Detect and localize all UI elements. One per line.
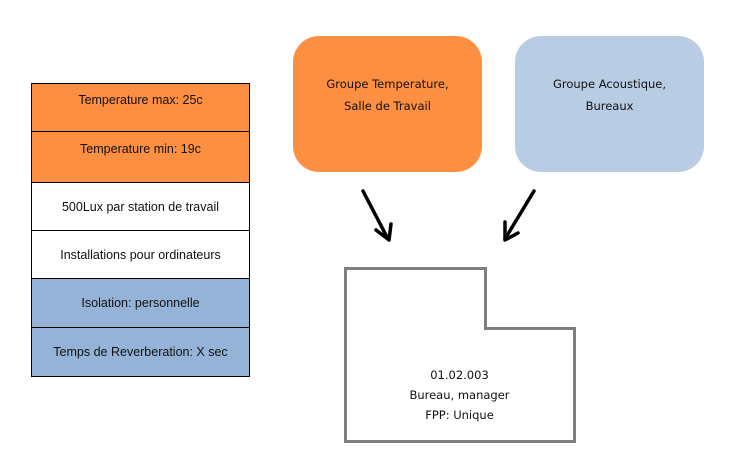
requirement-isolation: Isolation: personnelle [32,279,249,328]
room-number: 01.02.003 [430,368,489,382]
arrow-acoustic-to-room [503,189,536,242]
requirement-label: Temperature min: 19c [80,142,201,156]
requirement-reverberation: Temps de Reverberation: X sec [32,328,249,376]
room-outline [344,267,576,443]
requirement-temperature-max: Temperature max: 25c [32,84,249,132]
requirement-label: Temps de Reverberation: X sec [53,345,228,359]
room-name: Bureau, manager [409,388,510,402]
group-acoustic-box: Groupe Acoustique, Bureaux [515,36,704,172]
arrow-temperature-to-room [361,189,393,242]
requirements-table: Temperature max: 25c Temperature min: 19… [31,83,250,377]
requirement-lux: 500Lux par station de travail [32,183,249,231]
group-temperature-box: Groupe Temperature, Salle de Travail [293,36,482,172]
requirement-computer-installations: Installations pour ordinateurs [32,231,249,279]
requirement-label: Installations pour ordinateurs [60,247,221,262]
room-fpp: FPP: Unique [425,408,494,422]
group-acoustic-subtitle: Bureaux [585,99,634,113]
room-label: 01.02.003 Bureau, manager FPP: Unique [345,365,574,425]
requirement-label: Temperature max: 25c [78,92,203,107]
group-acoustic-title: Groupe Acoustique, [552,77,667,91]
group-temperature-title: Groupe Temperature, [326,77,449,91]
requirement-label: Isolation: personnelle [81,296,200,310]
requirement-temperature-min: Temperature min: 19c [32,132,249,183]
group-temperature-subtitle: Salle de Travail [344,99,431,113]
requirement-label: 500Lux par station de travail [61,199,220,214]
